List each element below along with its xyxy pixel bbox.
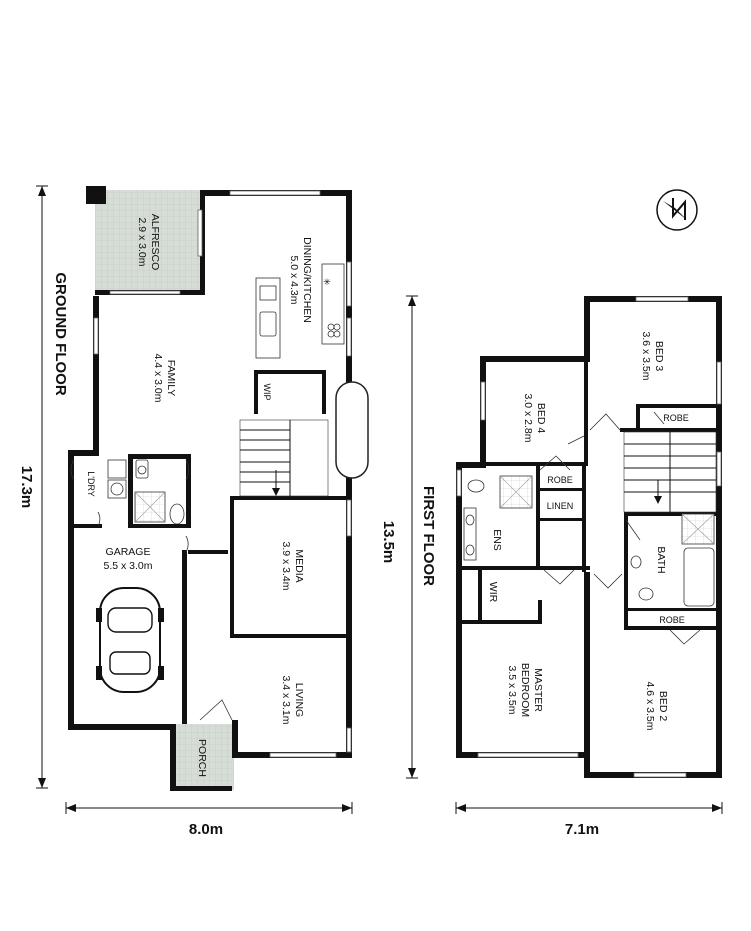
family-size: 4.4 x 3.0m xyxy=(152,353,164,402)
svg-text:✳: ✳ xyxy=(323,277,331,287)
first-floor-plan: BED 3 3.6 x 3.5m BED 4 3.0 x 2.8m ROBE R… xyxy=(380,189,723,838)
bed2-size: 4.6 x 3.5m xyxy=(644,681,656,730)
wip-label: WIP xyxy=(262,384,272,401)
bed3-label: BED 3 xyxy=(653,341,665,372)
wir-label: WIR xyxy=(487,582,499,603)
bed2-label: BED 2 xyxy=(657,691,669,722)
alfresco-size: 2.9 x 3.0m xyxy=(136,217,148,266)
ldry-label: L'DRY xyxy=(86,471,96,497)
porch-tiles xyxy=(176,724,234,790)
alfresco-tiles xyxy=(95,190,205,293)
ground-width-dimension xyxy=(65,802,353,814)
ground-floor-plan: ✳ xyxy=(18,185,369,838)
master-label-line1: MASTER xyxy=(532,668,544,712)
robe-bed3-label: ROBE xyxy=(663,413,689,423)
master-label-line2: BEDROOM xyxy=(519,663,531,717)
alfresco-label: ALFRESCO xyxy=(149,214,161,271)
car-icon xyxy=(96,587,164,693)
ground-stairs xyxy=(239,419,329,497)
ground-floor-title: GROUND FLOOR xyxy=(52,272,69,395)
garage-label: GARAGE xyxy=(106,546,151,558)
media-size: 3.9 x 3.4m xyxy=(280,541,292,590)
robe-bed2-label: ROBE xyxy=(659,615,685,625)
bed4-label: BED 4 xyxy=(535,403,547,434)
first-height-value: 13.5m xyxy=(380,521,397,564)
north-arrow-icon xyxy=(656,189,698,231)
bed3-size: 3.6 x 3.5m xyxy=(640,331,652,380)
family-label: FAMILY xyxy=(165,360,177,397)
bath-label: BATH xyxy=(655,546,667,573)
garage-size: 5.5 x 3.0m xyxy=(103,560,152,572)
first-width-dimension xyxy=(455,802,723,814)
living-size: 3.4 x 3.1m xyxy=(280,675,292,724)
ground-height-dimension xyxy=(36,185,48,789)
ground-width-value: 8.0m xyxy=(189,821,223,838)
bed4-size: 3.0 x 2.8m xyxy=(522,393,534,442)
master-size: 3.5 x 3.5m xyxy=(506,665,518,714)
robe-bed4-label: ROBE xyxy=(547,475,573,485)
ground-height-value: 17.3m xyxy=(18,466,35,509)
living-label: LIVING xyxy=(293,683,305,717)
first-width-value: 7.1m xyxy=(565,821,599,838)
first-floor-title: FIRST FLOOR xyxy=(420,486,437,586)
first-stairs xyxy=(623,431,717,513)
ens-label: ENS xyxy=(491,529,503,551)
first-height-dimension xyxy=(406,295,418,779)
dining-size: 5.0 x 4.3m xyxy=(288,255,300,304)
dining-label: DINING/KITCHEN xyxy=(301,237,313,323)
media-label: MEDIA xyxy=(293,549,305,582)
linen-label: LINEN xyxy=(547,501,574,511)
porch-label: PORCH xyxy=(196,739,208,777)
